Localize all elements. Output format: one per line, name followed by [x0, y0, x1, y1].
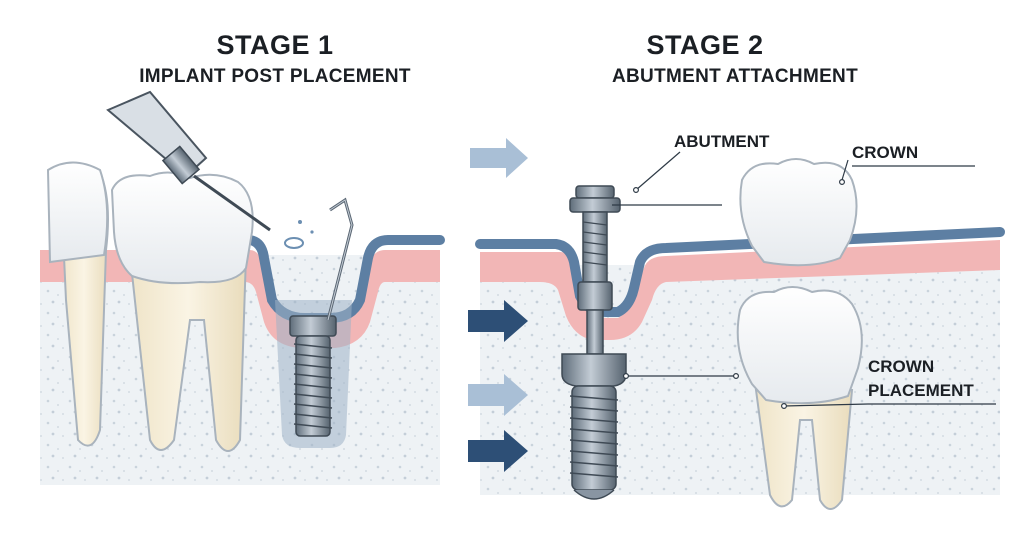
stage1-subtitle: IMPLANT POST PLACEMENT: [139, 66, 411, 87]
stage2-gum: [480, 240, 1000, 340]
stage2-illustration: [468, 138, 1005, 510]
stage2-gum-line: [475, 227, 1005, 317]
flow-arrow-icon: [468, 374, 528, 416]
debris-particle: [298, 220, 302, 224]
stage1-implant-post: [289, 315, 337, 437]
crown-placement-label-line1: CROWN: [868, 357, 935, 376]
crown-floating: [739, 158, 858, 267]
abutment-leader: [635, 151, 681, 191]
flow-arrow-icon: [470, 138, 528, 178]
stage2-subtitle: ABUTMENT ATTACHMENT: [612, 66, 858, 87]
callout-lines: [612, 151, 996, 410]
crown-leader: [841, 159, 849, 181]
debris-particle: [284, 237, 304, 249]
implant-post: [561, 353, 627, 500]
abutment-label: ABUTMENT: [674, 132, 770, 151]
drill-icon: [106, 90, 271, 232]
crown-placement-label-line2: PLACEMENT: [868, 381, 974, 400]
stage1-tooth-left: [46, 161, 109, 447]
stage1-title: STAGE 1: [216, 30, 334, 60]
stage1-illustration: [40, 90, 445, 485]
crown-placement-leader: [783, 403, 869, 407]
flow-arrow-icon: [468, 300, 528, 342]
dental-probe-icon: [326, 197, 354, 321]
abutment-assembly: [569, 185, 621, 355]
flow-arrow-icon: [468, 430, 528, 472]
stage1-molar: [110, 171, 254, 452]
stage2-title: STAGE 2: [646, 30, 764, 60]
debris-particle: [310, 230, 314, 234]
crown-label: CROWN: [852, 143, 919, 162]
crown-placed-tooth: [736, 286, 863, 510]
